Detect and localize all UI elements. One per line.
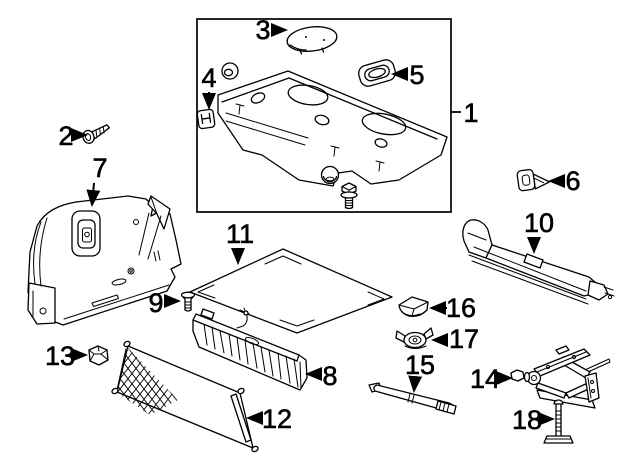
callout-11: 11 <box>226 219 254 265</box>
callout-11-label: 11 <box>226 219 254 249</box>
package-tray-panel-icon <box>217 70 448 187</box>
callout-18-label: 18 <box>512 405 542 435</box>
callout-4: 4 <box>201 63 217 110</box>
callout-5: 5 <box>391 60 425 90</box>
callout-7-label: 7 <box>92 153 107 183</box>
callout-12-label: 12 <box>262 404 292 434</box>
callout-17-label: 17 <box>449 324 479 354</box>
callout-10: 10 <box>524 208 554 254</box>
callout-2: 2 <box>58 121 88 151</box>
quarter-trim-panel-icon <box>27 195 182 326</box>
callout-14: 14 <box>470 364 513 394</box>
callout-1-label: 1 <box>463 98 478 128</box>
wing-nut-icon <box>395 327 434 349</box>
callout-16-label: 16 <box>446 293 476 323</box>
rear-sill-trim-plate-icon <box>192 308 308 391</box>
callout-8: 8 <box>305 361 338 391</box>
bolt-icon <box>340 182 358 210</box>
callout-14-label: 14 <box>470 364 500 394</box>
callout-6-label: 6 <box>565 166 580 196</box>
callout-12: 12 <box>246 404 292 434</box>
callouts: 1 2 3 4 5 6 7 8 <box>45 15 581 436</box>
callout-13-label: 13 <box>45 341 75 371</box>
grommet-icon <box>320 165 340 185</box>
callout-5-label: 5 <box>409 60 424 90</box>
scissor-jack-icon <box>510 345 611 409</box>
callout-2-label: 2 <box>58 121 73 151</box>
sill-rail-icon <box>462 219 615 305</box>
callout-9-label: 9 <box>148 288 163 318</box>
callout-1: 1 <box>450 98 479 128</box>
callout-4-label: 4 <box>201 63 216 93</box>
callout-3-label: 3 <box>255 15 270 45</box>
bracket-icon <box>516 168 551 192</box>
hex-nut-icon <box>88 345 109 366</box>
grommet-icon <box>221 62 239 80</box>
jack-handle-bar-icon <box>368 382 457 415</box>
callout-16: 16 <box>429 293 476 323</box>
oval-cover-cap-icon <box>286 26 338 55</box>
callout-13: 13 <box>45 341 88 371</box>
trunk-floor-mat-icon <box>189 248 393 334</box>
callout-17: 17 <box>431 324 479 354</box>
callout-3: 3 <box>255 15 288 45</box>
retainer-clip-icon <box>196 108 216 130</box>
callout-10-label: 10 <box>524 208 554 238</box>
callout-18: 18 <box>512 405 555 435</box>
callout-7: 7 <box>86 153 108 207</box>
callout-6: 6 <box>548 166 581 196</box>
callout-9: 9 <box>148 288 181 318</box>
callout-15: 15 <box>405 350 435 393</box>
retainer-wedge-icon <box>398 296 429 318</box>
jack-hold-down-bolt-icon <box>543 399 574 444</box>
callout-8-label: 8 <box>322 361 337 391</box>
callout-15-label: 15 <box>405 350 435 380</box>
push-pin-retainer-icon <box>180 291 196 312</box>
screw-icon <box>82 124 110 144</box>
